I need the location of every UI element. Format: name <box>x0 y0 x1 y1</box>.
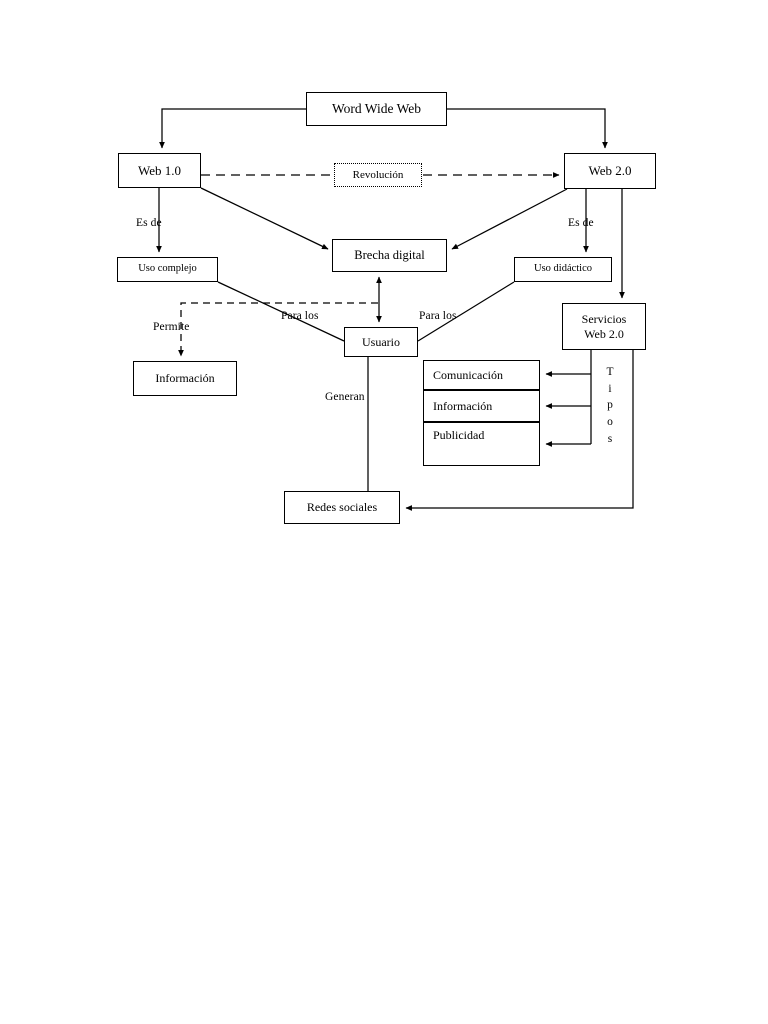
node-servicios-web-2-0[interactable]: Servicios Web 2.0 <box>562 303 646 350</box>
node-label-line-2: Web 2.0 <box>584 326 624 341</box>
node-word-wide-web[interactable]: Word Wide Web <box>306 92 447 126</box>
node-revolucion[interactable]: Revolución <box>334 163 422 187</box>
node-label: Brecha digital <box>354 248 425 263</box>
node-label: Word Wide Web <box>331 101 421 117</box>
node-label: Web 2.0 <box>588 163 632 179</box>
node-label: Web 1.0 <box>138 162 181 178</box>
node-label: Uso didáctico <box>533 263 593 275</box>
node-usuario[interactable]: Usuario <box>344 327 418 357</box>
node-web-2-0[interactable]: Web 2.0 <box>564 153 656 189</box>
node-comunicacion[interactable]: Comunicación <box>423 360 540 390</box>
edge-www-to-web10 <box>159 108 306 149</box>
edge-label-permite: Permite <box>153 321 190 333</box>
node-redes-sociales[interactable]: Redes sociales <box>284 491 400 524</box>
edge-label-generan: Generan <box>325 391 365 403</box>
edge-web20-to-brecha <box>451 188 568 250</box>
node-informacion-servicio[interactable]: Información <box>423 390 540 422</box>
node-label: Información <box>433 398 493 413</box>
node-brecha-digital[interactable]: Brecha digital <box>332 239 447 272</box>
node-informacion[interactable]: Información <box>133 361 237 396</box>
edge-label-tipos: T i p o s <box>603 364 617 447</box>
tipos-letter-3: p <box>607 399 613 412</box>
node-label: Uso complejo <box>138 263 197 275</box>
edge-label-para-los-left: Para los <box>281 310 319 322</box>
tipos-letter-5: s <box>607 432 613 445</box>
edge-label-para-los-right: Para los <box>419 310 457 322</box>
node-label: Redes sociales <box>306 500 378 515</box>
tipos-letter-1: T <box>606 366 614 378</box>
edge-www-to-web20 <box>447 108 608 149</box>
node-uso-complejo[interactable]: Uso complejo <box>117 257 218 282</box>
node-label: Revolución <box>352 168 404 181</box>
node-web-1-0[interactable]: Web 1.0 <box>118 153 201 188</box>
node-label: Información <box>155 371 215 386</box>
node-label: Publicidad <box>433 428 485 442</box>
edge-label-es-de-left: Es de <box>136 217 162 229</box>
node-label: Usuario <box>362 334 400 349</box>
node-label-line-1: Servicios <box>581 312 627 327</box>
node-label: Comunicación <box>433 367 503 382</box>
node-uso-didactico[interactable]: Uso didáctico <box>514 257 612 282</box>
node-publicidad[interactable]: Publicidad <box>423 422 540 466</box>
edge-web10-to-brecha <box>200 187 329 250</box>
edge-label-es-de-right: Es de <box>568 217 594 229</box>
tipos-letter-4: o <box>607 416 613 429</box>
tipos-letter-2: i <box>608 382 612 395</box>
